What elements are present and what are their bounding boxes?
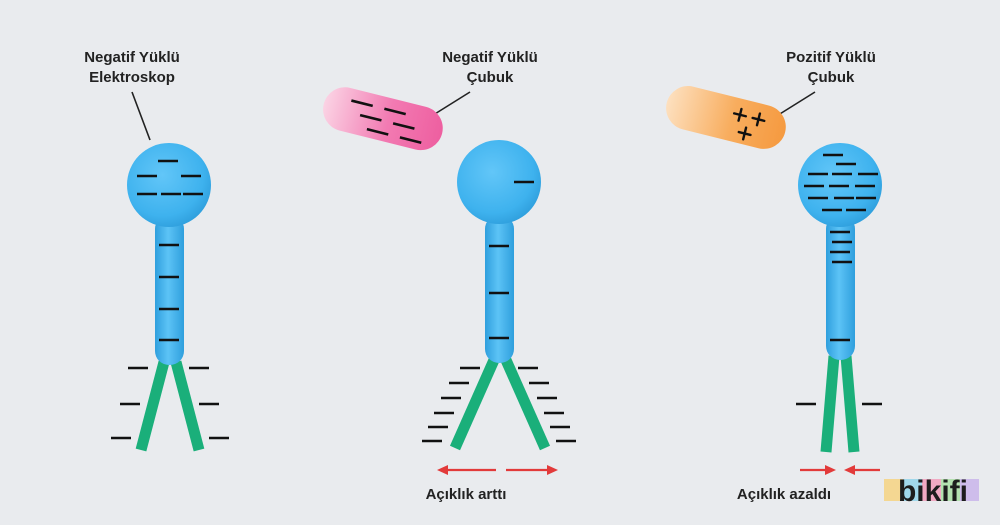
left-leader-line xyxy=(131,91,151,141)
right-label-line2: Çubuk xyxy=(808,69,855,86)
negative-rod xyxy=(323,87,443,151)
right-leaf-left xyxy=(820,355,840,453)
middle-sphere xyxy=(457,140,541,224)
middle-electroscope: Negatif Yüklü Çubuk xyxy=(323,49,576,503)
middle-label-line2: Çubuk xyxy=(467,69,514,86)
middle-leader-line xyxy=(429,91,471,118)
right-leader-line xyxy=(774,91,816,118)
left-sphere xyxy=(127,143,211,227)
middle-charges xyxy=(422,180,576,443)
middle-stem xyxy=(485,215,514,363)
left-label-line1: Negatif Yüklü xyxy=(84,49,180,66)
left-leaf-right xyxy=(170,360,205,452)
middle-leaf-right xyxy=(500,357,551,451)
right-caption: Açıklık azaldı xyxy=(737,486,831,503)
logo-text: bikifi xyxy=(898,475,968,508)
middle-arrows xyxy=(437,465,558,475)
middle-label-line1: Negatif Yüklü xyxy=(442,49,538,66)
right-label-line1: Pozitif Yüklü xyxy=(786,49,876,66)
middle-caption: Açıklık arttı xyxy=(426,486,507,503)
bikifi-logo: bikifi xyxy=(884,475,979,508)
left-electroscope: Negatif Yüklü Elektroskop xyxy=(84,49,229,452)
right-electroscope: Pozitif Yüklü Çubuk xyxy=(666,49,882,503)
right-arrows xyxy=(800,465,880,475)
left-leaf-left xyxy=(135,360,170,452)
right-charges xyxy=(796,153,882,406)
right-leaf-right xyxy=(840,355,860,453)
left-stem xyxy=(155,215,184,365)
left-charges xyxy=(111,159,229,440)
left-label-line2: Elektroskop xyxy=(89,69,175,86)
middle-leaf-left xyxy=(449,357,500,451)
positive-rod xyxy=(666,86,786,149)
right-stem xyxy=(826,215,855,360)
